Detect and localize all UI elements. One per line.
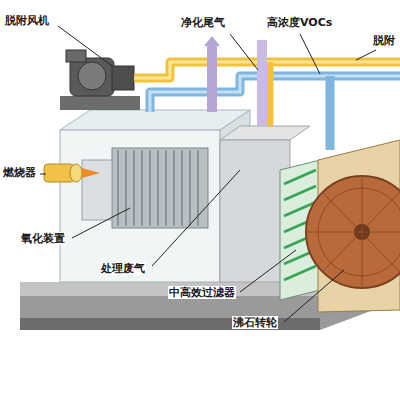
burner xyxy=(44,164,100,182)
part-label: 高浓度VOCs xyxy=(266,16,333,29)
part-label: 中高效过滤器 xyxy=(168,286,236,299)
part-label: 燃烧器 xyxy=(2,166,37,179)
middle-top xyxy=(220,126,310,140)
part-label: 沸石转轮 xyxy=(232,316,278,329)
oxidizer-housing xyxy=(60,130,220,282)
part-label: 氧化装置 xyxy=(20,232,66,245)
part-label: 脱附风机 xyxy=(4,14,50,27)
heat-exchanger xyxy=(82,148,208,228)
part-label: 脱附 xyxy=(372,34,396,47)
part-label: 净化尾气 xyxy=(180,16,226,29)
zeolite-rotor xyxy=(306,140,400,312)
part-label: 处理废气 xyxy=(100,262,146,275)
pipes xyxy=(134,36,400,150)
leader-lines xyxy=(40,26,376,322)
oxidizer-top xyxy=(60,110,250,130)
desorption-fan xyxy=(60,50,140,110)
